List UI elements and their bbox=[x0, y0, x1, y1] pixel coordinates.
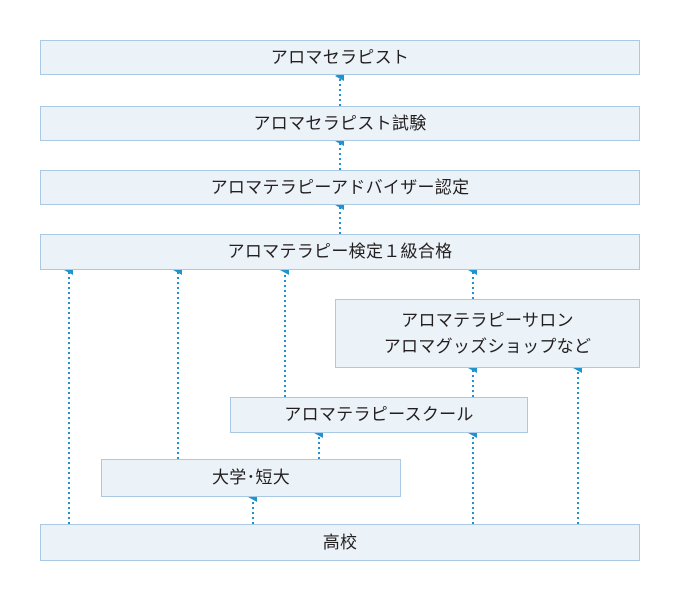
node-salon-shop: アロマテラピーサロン アロマグッズショップなど bbox=[335, 299, 640, 368]
node-university-label: 大学･短大 bbox=[212, 468, 290, 488]
node-university: 大学･短大 bbox=[101, 459, 401, 497]
node-aromatherapy-school-label: アロマテラピースクール bbox=[284, 405, 474, 425]
node-aromatherapist-label: アロマセラピスト bbox=[270, 47, 410, 68]
node-aromatherapist-exam: アロマセラピスト試験 bbox=[40, 106, 640, 141]
node-aromatherapy-school: アロマテラピースクール bbox=[230, 397, 528, 433]
node-aromatherapy-advisor-label: アロマテラピーアドバイザー認定 bbox=[210, 177, 470, 198]
node-aromatherapy-advisor: アロマテラピーアドバイザー認定 bbox=[40, 170, 640, 205]
node-aromatherapist: アロマセラピスト bbox=[40, 40, 640, 75]
node-salon-line2: アロマグッズショップなど bbox=[383, 336, 592, 357]
node-aromatherapist-exam-label: アロマセラピスト試験 bbox=[253, 113, 427, 134]
node-aromatherapy-test-1st-label: アロマテラピー検定１級合格 bbox=[227, 242, 453, 262]
node-high-school-label: 高校 bbox=[322, 532, 358, 553]
node-salon-line1: アロマテラピーサロン bbox=[401, 310, 574, 331]
node-aromatherapy-test-1st: アロマテラピー検定１級合格 bbox=[40, 234, 640, 270]
node-high-school: 高校 bbox=[40, 524, 640, 561]
